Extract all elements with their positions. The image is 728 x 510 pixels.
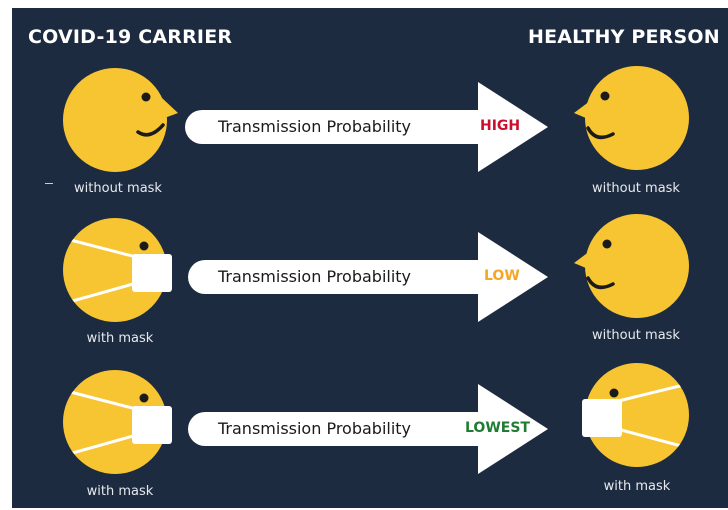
healthy-person-header: HEALTHY PERSON [528, 26, 720, 48]
carrier-caption: with mask [86, 484, 154, 499]
probability-level: HIGH [480, 118, 521, 134]
mask-icon [582, 399, 622, 437]
transmission-label: Transmission Probability [218, 419, 412, 438]
carrier-caption: without mask [74, 181, 162, 196]
arrow-right-icon [188, 384, 548, 474]
transmission-label: Transmission Probability [218, 267, 412, 286]
probability-level: LOW [484, 268, 520, 284]
healthy-caption: without mask [592, 181, 680, 196]
carrier-caption: with mask [86, 331, 154, 346]
carrier-face-without-mask [63, 68, 178, 172]
healthy-face-without-mask [574, 66, 689, 170]
transmission-label: Transmission Probability [218, 117, 412, 136]
stray-mark [45, 183, 53, 184]
healthy-caption: with mask [603, 479, 671, 494]
healthy-face-without-mask [574, 214, 689, 318]
arrow-right-icon [185, 82, 548, 172]
mask-icon [132, 406, 172, 444]
healthy-face-with-mask [582, 363, 689, 467]
carrier-face-with-mask [63, 370, 172, 474]
mask-icon [132, 254, 172, 292]
probability-level: LOWEST [465, 420, 530, 436]
healthy-caption: without mask [592, 328, 680, 343]
arrow-right-icon [188, 232, 548, 322]
carrier-face-with-mask [63, 218, 172, 322]
carrier-header: COVID-19 CARRIER [28, 26, 233, 48]
